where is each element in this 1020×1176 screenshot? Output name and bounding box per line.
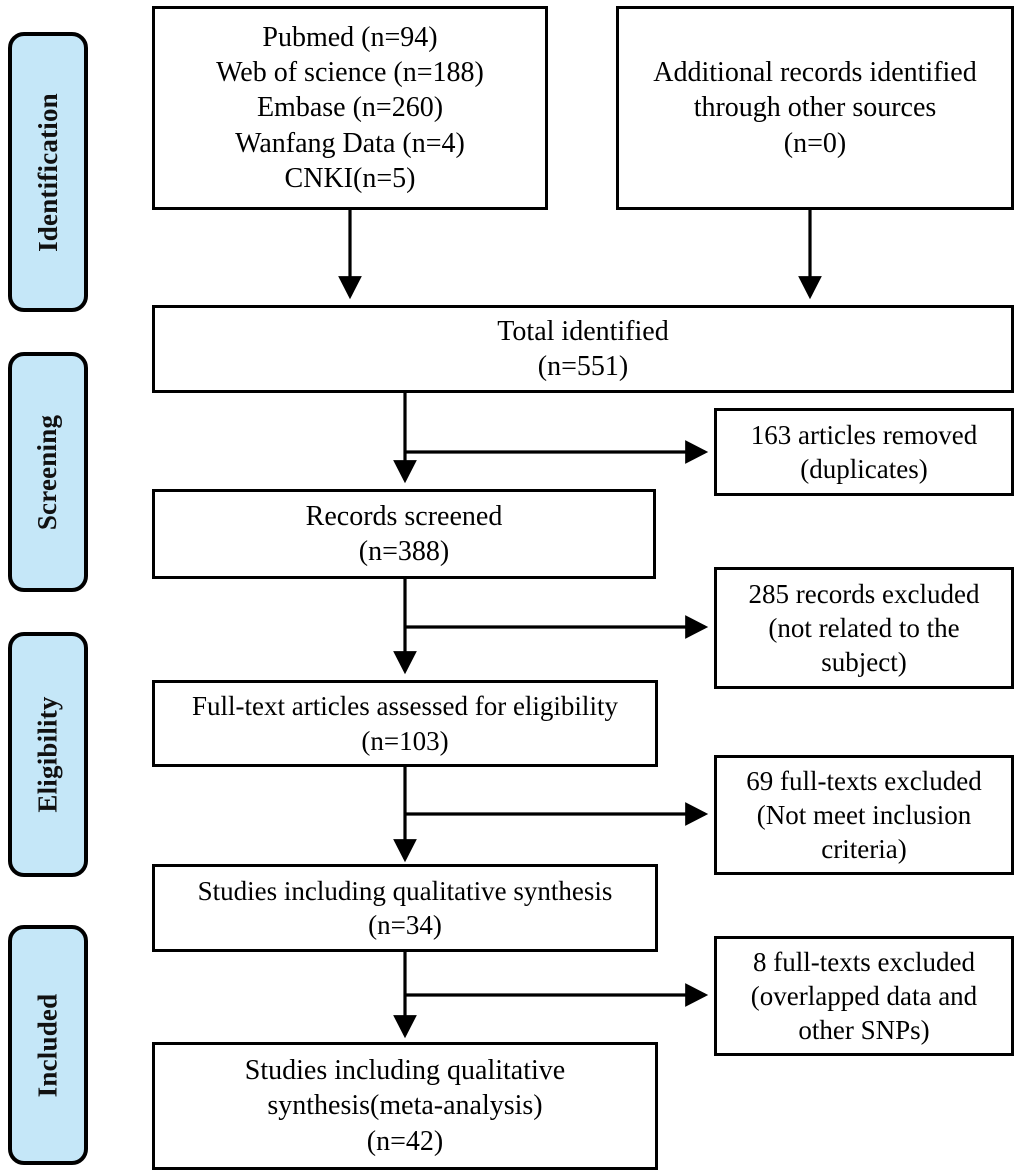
additional-line: Additional records identified bbox=[653, 57, 977, 89]
exclusion-line: criteria) bbox=[821, 834, 907, 864]
screened-line: Records screened bbox=[305, 500, 503, 532]
final-line: Studies including qualitative bbox=[244, 1055, 566, 1087]
final-line: synthesis(meta-analysis) bbox=[267, 1090, 543, 1122]
stage-label-eligibility-text: Eligibility bbox=[32, 696, 63, 813]
box-exclusion-overlapped: 8 full-texts excluded (overlapped data a… bbox=[714, 936, 1014, 1056]
additional-line: (n=0) bbox=[783, 127, 847, 159]
exclusion-line: 285 records excluded bbox=[748, 578, 980, 609]
exclusion-line: 8 full-texts excluded bbox=[753, 946, 975, 977]
total-line: (n=551) bbox=[537, 351, 629, 382]
fulltext-line: Full-text articles assessed for eligibil… bbox=[192, 691, 618, 722]
exclusion-line: (duplicates) bbox=[800, 454, 928, 484]
qualitative-line: Studies including qualitative synthesis bbox=[197, 875, 613, 906]
screened-line: (n=388) bbox=[358, 536, 450, 567]
box-database-sources: Pubmed (n=94) Web of science (n=188) Emb… bbox=[152, 6, 548, 210]
fulltext-line: (n=103) bbox=[361, 725, 449, 756]
source-line: CNKI(n=5) bbox=[284, 162, 416, 194]
exclusion-line: (Not meet inclusion bbox=[756, 799, 972, 830]
stage-label-identification-text: Identification bbox=[32, 92, 63, 252]
stage-label-included-text: Included bbox=[32, 993, 63, 1097]
stage-label-screening: Screening bbox=[8, 352, 88, 592]
box-qualitative-synthesis: Studies including qualitative synthesis … bbox=[152, 864, 658, 952]
stage-label-eligibility: Eligibility bbox=[8, 632, 88, 877]
source-line: Web of science (n=188) bbox=[216, 57, 484, 89]
exclusion-line: 69 full-texts excluded bbox=[746, 765, 982, 796]
stage-label-screening-text: Screening bbox=[32, 414, 63, 530]
box-fulltext-assessed: Full-text articles assessed for eligibil… bbox=[152, 680, 658, 767]
exclusion-line: (overlapped data and bbox=[750, 980, 978, 1011]
source-line: Wanfang Data (n=4) bbox=[235, 127, 465, 159]
box-exclusion-not-meet-criteria: 69 full-texts excluded (Not meet inclusi… bbox=[714, 755, 1014, 875]
exclusion-line: other SNPs) bbox=[798, 1015, 930, 1045]
qualitative-line: (n=34) bbox=[368, 910, 442, 940]
box-additional-records: Additional records identified through ot… bbox=[616, 6, 1014, 210]
additional-line: through other sources bbox=[693, 92, 937, 124]
source-line: Pubmed (n=94) bbox=[262, 21, 438, 53]
stage-label-identification: Identification bbox=[8, 32, 88, 312]
stage-label-included: Included bbox=[8, 925, 88, 1165]
box-records-screened: Records screened (n=388) bbox=[152, 489, 656, 579]
box-final-meta-analysis: Studies including qualitative synthesis(… bbox=[152, 1042, 658, 1170]
exclusion-line: subject) bbox=[821, 647, 907, 677]
total-line: Total identified bbox=[497, 315, 669, 347]
exclusion-line: 163 articles removed bbox=[750, 419, 978, 450]
source-line: Embase (n=260) bbox=[256, 92, 444, 124]
exclusion-line: (not related to the bbox=[768, 612, 960, 643]
box-exclusion-duplicates: 163 articles removed (duplicates) bbox=[714, 408, 1014, 496]
box-total-identified: Total identified (n=551) bbox=[152, 305, 1014, 393]
final-line: (n=42) bbox=[366, 1125, 444, 1157]
box-exclusion-not-related: 285 records excluded (not related to the… bbox=[714, 567, 1014, 689]
